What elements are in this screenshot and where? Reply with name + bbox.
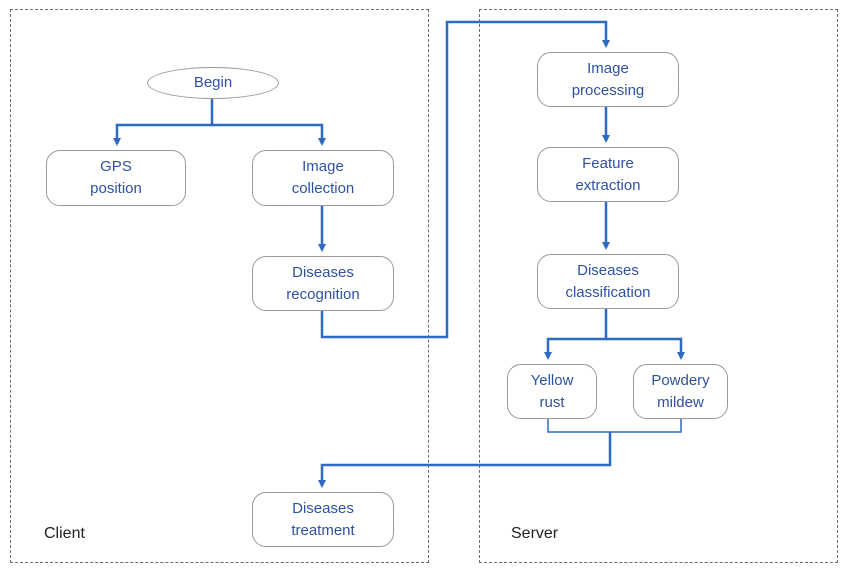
diseases-classification-node: Diseases classification (537, 254, 679, 309)
server-label: Server (511, 525, 559, 542)
server-region (479, 9, 838, 563)
diseases-treatment-node: Diseases treatment (252, 492, 394, 547)
gps-position-node: GPS position (46, 150, 186, 206)
arrow-classification-to-powdery-mildew (606, 337, 685, 360)
diseases-recognition-node: Diseases recognition (252, 256, 394, 311)
yellow-rust-node: Yellow rust (507, 364, 597, 419)
arrow-results-to-treatment (318, 432, 612, 488)
arrow-begin-to-image-collection (212, 123, 326, 146)
begin-node: Begin (147, 67, 279, 99)
merge-bracket (547, 418, 682, 433)
powdery-mildew-node: Powdery mildew (633, 364, 728, 419)
arrow-classification-to-yellow-rust (544, 308, 608, 360)
image-processing-node: Image processing (537, 52, 679, 107)
image-collection-node: Image collection (252, 150, 394, 206)
arrow-recognition-to-processing (320, 20, 610, 339)
client-label: Client (44, 525, 85, 542)
feature-extraction-node: Feature extraction (537, 147, 679, 202)
client-region (10, 9, 429, 563)
arrow-begin-to-gps (113, 97, 214, 146)
